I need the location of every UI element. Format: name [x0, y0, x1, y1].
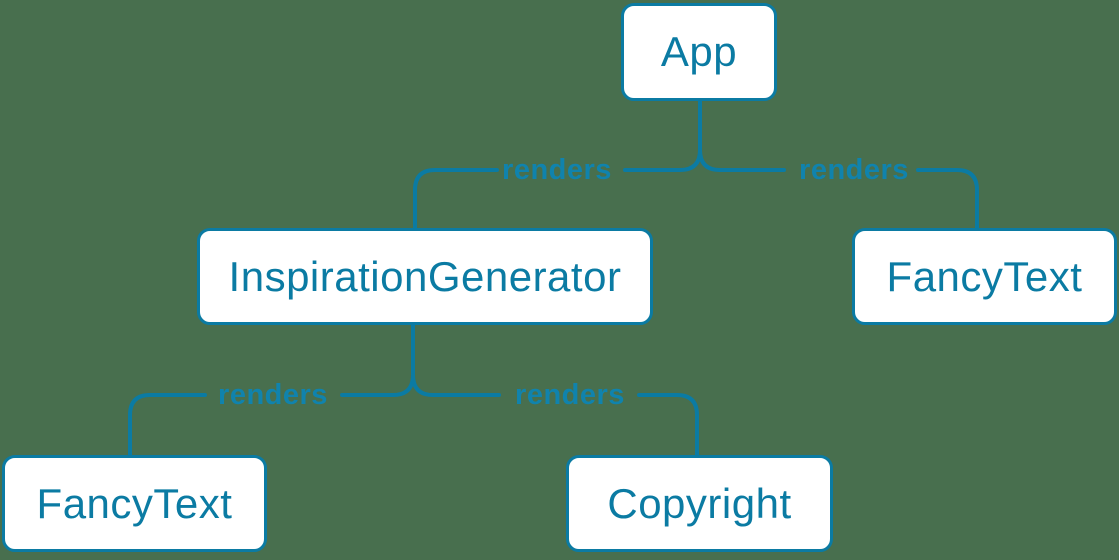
node-fancy-text-left-label: FancyText	[36, 479, 233, 527]
edge-label-renders-app-inspirationgenerator: renders	[502, 154, 612, 186]
edge-label-renders-inspirationgenerator-copyright: renders	[515, 379, 625, 411]
node-copyright: Copyright	[566, 455, 833, 552]
node-app: App	[621, 3, 777, 101]
node-inspiration-generator: InspirationGenerator	[197, 228, 653, 325]
node-fancy-text-right: FancyText	[852, 228, 1117, 325]
node-fancy-text-left: FancyText	[2, 455, 267, 552]
node-fancy-text-right-label: FancyText	[886, 252, 1083, 300]
edge-label-renders-app-fancytext: renders	[799, 154, 909, 186]
node-inspiration-generator-label: InspirationGenerator	[228, 252, 622, 300]
node-copyright-label: Copyright	[607, 479, 792, 527]
edge-label-renders-inspirationgenerator-fancytext: renders	[218, 379, 328, 411]
node-app-label: App	[660, 28, 738, 75]
